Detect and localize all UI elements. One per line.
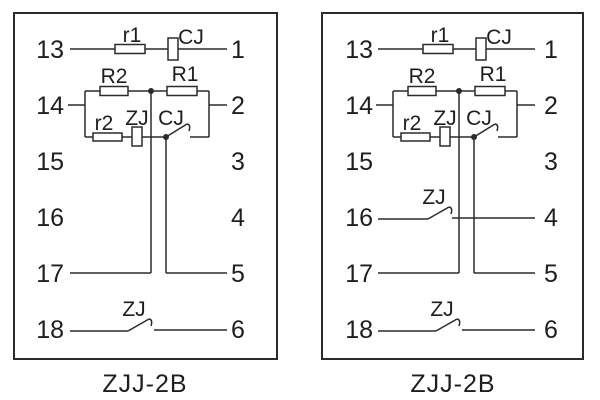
contact-zj-blade <box>127 318 150 332</box>
terminal-label-16: 16 <box>345 204 373 232</box>
label-cj-coil: CJ <box>178 26 204 49</box>
terminal-label-3: 3 <box>231 148 245 176</box>
label-cj-contact: CJ <box>158 107 184 130</box>
label-zj-coil: ZJ <box>433 107 456 130</box>
label-r1: r1 <box>431 24 450 47</box>
terminal-label-4: 4 <box>544 204 558 232</box>
terminal-label-1: 1 <box>231 36 245 64</box>
terminal-label-13: 13 <box>36 36 64 64</box>
label-cj-contact: CJ <box>466 107 492 130</box>
resistor-R1 <box>166 85 198 97</box>
contact-zj-hook <box>448 206 453 215</box>
label-cj-coil: CJ <box>486 26 512 49</box>
terminal-label-5: 5 <box>231 260 245 288</box>
contact-cj-hook <box>494 123 499 132</box>
relay-coil-cj <box>475 37 487 61</box>
relay-coil-cj <box>167 37 179 61</box>
terminal-label-3: 3 <box>544 148 558 176</box>
label-r1: r1 <box>123 24 142 47</box>
contact-zj-blade <box>427 206 450 220</box>
terminal-label-4: 4 <box>231 204 245 232</box>
terminal-label-17: 17 <box>345 260 373 288</box>
terminal-label-15: 15 <box>36 148 64 176</box>
terminal-label-16: 16 <box>36 204 64 232</box>
label-zj-contact: ZJ <box>430 298 453 321</box>
contact-zj-hook <box>148 318 153 327</box>
terminal-label-1: 1 <box>544 36 558 64</box>
terminal-label-5: 5 <box>544 260 558 288</box>
contact-cj-hook <box>186 123 191 132</box>
label-R1: R1 <box>172 63 199 86</box>
terminal-label-13: 13 <box>345 36 373 64</box>
terminal-label-18: 18 <box>36 316 64 344</box>
contact-zj-blade <box>435 318 458 332</box>
contact-cj-blade <box>165 123 188 138</box>
label-zj-contact: ZJ <box>122 298 145 321</box>
label-r2: r2 <box>95 112 114 135</box>
relay-diagram-left: 13 14 15 16 17 18 1 2 3 4 5 6 r1 CJ <box>13 12 278 398</box>
terminal-label-2: 2 <box>544 92 558 120</box>
diagram-border <box>321 12 584 360</box>
resistor-R1 <box>474 85 506 97</box>
terminal-label-2: 2 <box>231 92 245 120</box>
diagram-caption: ZJJ-2B <box>102 370 187 398</box>
contact-cj-blade <box>473 123 496 138</box>
diagram-border <box>13 12 278 360</box>
label-R2: R2 <box>409 65 436 88</box>
terminal-label-6: 6 <box>544 316 558 344</box>
diagram-caption: ZJJ-2B <box>410 370 495 398</box>
label-r2: r2 <box>403 112 422 135</box>
terminal-label-6: 6 <box>231 316 245 344</box>
terminal-label-14: 14 <box>36 92 64 120</box>
terminal-label-18: 18 <box>345 316 373 344</box>
terminal-label-14: 14 <box>345 92 373 120</box>
label-zj-coil: ZJ <box>125 107 148 130</box>
label-R1: R1 <box>480 63 507 86</box>
terminal-label-15: 15 <box>345 148 373 176</box>
contact-zj-hook <box>456 318 461 327</box>
label-R2: R2 <box>101 65 128 88</box>
terminal-label-17: 17 <box>36 260 64 288</box>
relay-diagram-right: 13 14 15 16 17 18 1 2 3 4 5 6 r1 CJ <box>321 12 584 398</box>
label-zj-contact: ZJ <box>422 186 445 209</box>
